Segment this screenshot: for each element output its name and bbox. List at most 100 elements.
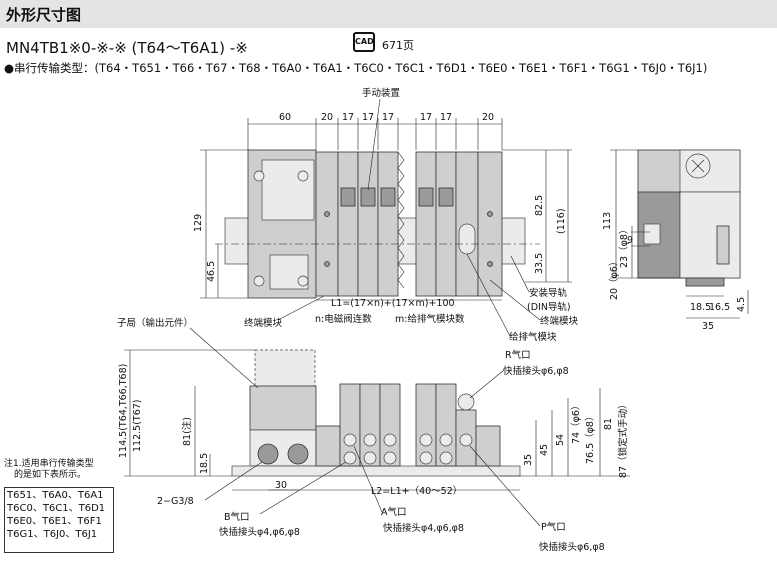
dim-54: 54 (555, 434, 566, 446)
dim-20: 20（φ6） (608, 257, 620, 300)
note-table: T651、T6A0、T6A1 T6C0、T6C1、T6D1 T6E0、T6E1、… (4, 487, 114, 553)
dim-35: 35 (702, 321, 714, 332)
note-row: T6C0、T6C1、T6D1 (7, 503, 106, 514)
supply-block-label: 给排气模块 (509, 331, 557, 343)
valve-block (377, 151, 399, 297)
model-code: MN4TB1※0-※-※ (T64〜T6A1) -※ (6, 39, 248, 57)
screw-icon (253, 275, 265, 287)
dim-45: 45 (539, 444, 550, 456)
valve-block (337, 151, 359, 297)
g38-port-icon (287, 443, 309, 465)
dim-76-5: 76.5（φ8） (584, 412, 596, 464)
dim-17: 17 (382, 112, 394, 123)
page-title: 外形尺寸图 (6, 6, 82, 24)
l2-formula: L2=L1+（40〜52） (371, 485, 462, 497)
substation-outline (254, 349, 316, 389)
manual-device-label: 手动装置 (362, 87, 400, 99)
dim-18-5: 18.5 (199, 453, 210, 474)
dim-30: 30 (275, 480, 287, 491)
valve-block (357, 151, 379, 297)
cad-page-ref[interactable]: 671页 (382, 39, 414, 52)
dim-9: 9 (627, 235, 633, 246)
manual-override-icon (360, 187, 376, 207)
manual-override-icon (438, 187, 454, 207)
b-port-icon (363, 451, 377, 465)
manual-override-icon (380, 187, 396, 207)
serial-types: ●串行传输类型：(T64・T651・T66・T67・T68・T6A0・T6A1・… (4, 61, 708, 75)
n-label: n:电磁阀连数 (315, 313, 372, 325)
b-fitting-label: 快插接头φ4,φ6,φ8 (219, 526, 300, 538)
p-port-label: P气口 (541, 521, 566, 533)
g38-label: 2−G3/8 (157, 496, 194, 507)
a-fitting-label: 快插接头φ4,φ6,φ8 (383, 522, 464, 534)
dim-16-5: 16.5 (709, 302, 730, 313)
end-block-front (475, 425, 501, 467)
a-port-icon (383, 433, 397, 447)
dim-33-5: 33.5 (534, 253, 545, 274)
header-bar (0, 0, 777, 28)
top-view: 60 20 17 17 17 17 17 20 手动装置 129 46.5 82… (193, 87, 579, 343)
valve-front (379, 383, 401, 467)
screw-icon (324, 211, 330, 217)
dim-87: 87（锁定式手动） (617, 399, 629, 478)
l1-formula: L1=(17×n)+(17×m)+100 (331, 298, 455, 309)
screw-icon (297, 275, 309, 287)
dim-116: (116) (556, 208, 567, 234)
dim-20: 20 (482, 112, 494, 123)
dim-46-5: 46.5 (206, 261, 217, 282)
break-line (397, 151, 405, 289)
b-port-icon (439, 451, 453, 465)
dim-17: 17 (440, 112, 452, 123)
dim-60: 60 (279, 112, 291, 123)
p-port-icon (459, 433, 473, 447)
b-port-icon (383, 451, 397, 465)
dim-81-note: 81(注) (181, 417, 193, 446)
screw-icon (297, 170, 309, 182)
note-line: 的是如下表所示。 (14, 470, 87, 480)
rail-clip (716, 225, 730, 265)
valve-block (435, 151, 457, 297)
dim-20: 20 (321, 112, 333, 123)
screw-icon (324, 261, 330, 267)
side-connector (679, 191, 741, 279)
dim-17: 17 (342, 112, 354, 123)
screw-icon (487, 261, 493, 267)
b-port-label: B气口 (224, 511, 250, 523)
dim-81: 81 (603, 418, 614, 430)
end-block-right-label: 终端模块 (540, 315, 579, 327)
end-block-front (315, 425, 341, 467)
p-fitting-label: 快插接头φ6,φ8 (539, 541, 605, 553)
dim-112-5: 112.5(T67) (132, 399, 143, 452)
substation-label: 子局（输出元件） (117, 317, 193, 329)
m-label: m:给排气模块数 (395, 313, 465, 325)
cad-icon[interactable]: CAD (353, 32, 375, 52)
a-port-icon (343, 433, 357, 447)
note-line: 注1.适用串行传输类型 (4, 459, 94, 469)
r-port-label: R气口 (505, 349, 531, 361)
base-rail (231, 465, 521, 477)
substation-body (249, 385, 317, 431)
end-block-right-shape (477, 151, 503, 297)
dim-129: 129 (193, 214, 204, 232)
dim-114-5: 114.5(T64,T66,T68) (118, 364, 129, 458)
screw-icon (253, 170, 265, 182)
b-port-icon (419, 451, 433, 465)
side-view: 113 23（φ8） 20（φ6） 9 18.5 16.5 35 4.5 (602, 149, 749, 332)
a-port-icon (419, 433, 433, 447)
fitting-icon (458, 223, 476, 255)
end-block-left-shape (315, 151, 339, 297)
note-row: T6E0、T6E1、T6F1 (7, 516, 102, 527)
manual-override-icon (418, 187, 434, 207)
note-row: T651、T6A0、T6A1 (7, 490, 104, 501)
dim-113: 113 (602, 212, 613, 230)
dim-35: 35 (523, 454, 534, 466)
end-block-left-label: 终端模块 (244, 317, 283, 329)
front-view: 114.5(T64,T66,T68) 112.5(T67) 81(注) 18.5… (117, 317, 630, 553)
dim-4-5: 4.5 (736, 297, 747, 312)
note: 注1.适用串行传输类型 的是如下表所示。 (4, 459, 94, 481)
manual-override-icon (340, 187, 356, 207)
valve-block (415, 151, 437, 297)
dim-23: 23（φ8） (618, 225, 630, 268)
dim-17: 17 (420, 112, 432, 123)
